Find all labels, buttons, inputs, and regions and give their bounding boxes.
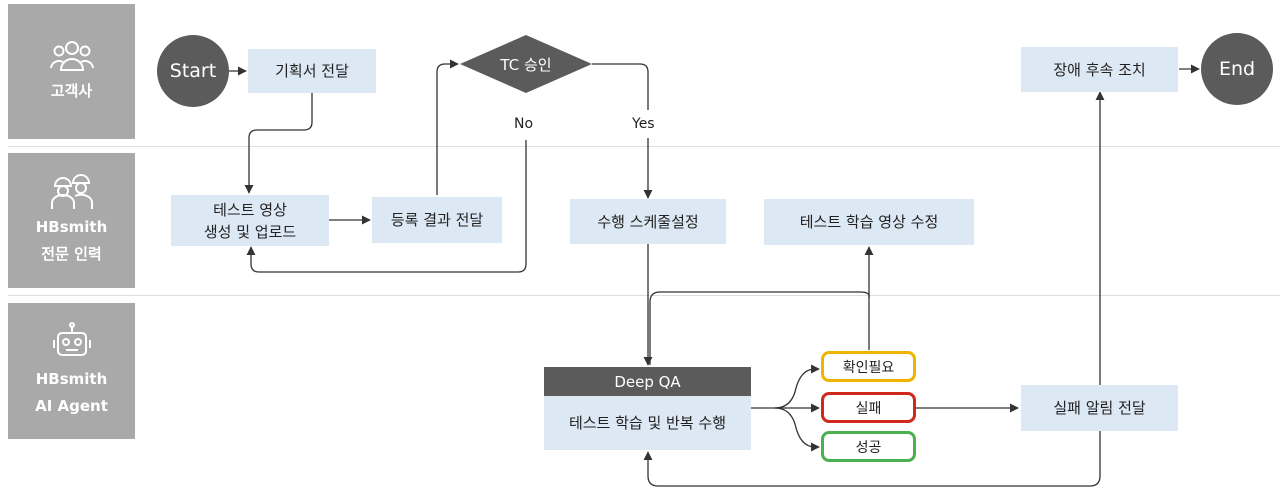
end-node: End — [1201, 33, 1273, 105]
decision-label: TC 승인 — [500, 56, 552, 74]
lane-divider — [8, 146, 1280, 147]
lane-customer: 고객사 — [8, 4, 135, 139]
video-upload-box: 테스트 영상 생성 및 업로드 — [171, 195, 329, 246]
plan-box: 기획서 전달 — [248, 49, 376, 93]
people-group-icon — [49, 41, 94, 71]
register-result-box: 등록 결과 전달 — [372, 197, 502, 243]
lane-experts: HBsmith 전문 인력 — [8, 153, 135, 288]
robot-icon — [52, 322, 91, 356]
outcome-check: 확인필요 — [821, 351, 916, 382]
yes-label: Yes — [632, 116, 655, 132]
edit-video-box: 테스트 학습 영상 수정 — [764, 199, 974, 245]
deepqa-title: Deep QA — [544, 367, 751, 396]
decision-diamond — [460, 35, 592, 93]
outcome-fail: 실패 — [821, 392, 916, 423]
outcome-success: 성공 — [821, 431, 916, 462]
deepqa-body: 테스트 학습 및 반복 수행 — [544, 396, 751, 450]
lane-divider — [8, 295, 1280, 296]
followup-box: 장애 후속 조치 — [1021, 47, 1178, 92]
fail-notice-box: 실패 알림 전달 — [1021, 385, 1178, 431]
lane-ai-agent: HBsmith AI Agent — [8, 303, 135, 439]
start-node: Start — [157, 35, 229, 107]
lane-ai-agent-label: HBsmith AI Agent — [35, 370, 108, 415]
schedule-box: 수행 스케줄설정 — [570, 199, 726, 244]
workers-hardhat-icon — [50, 173, 93, 209]
lane-customer-label: 고객사 — [50, 82, 93, 100]
no-label: No — [514, 116, 534, 132]
lane-experts-label: HBsmith 전문 인력 — [35, 217, 108, 263]
